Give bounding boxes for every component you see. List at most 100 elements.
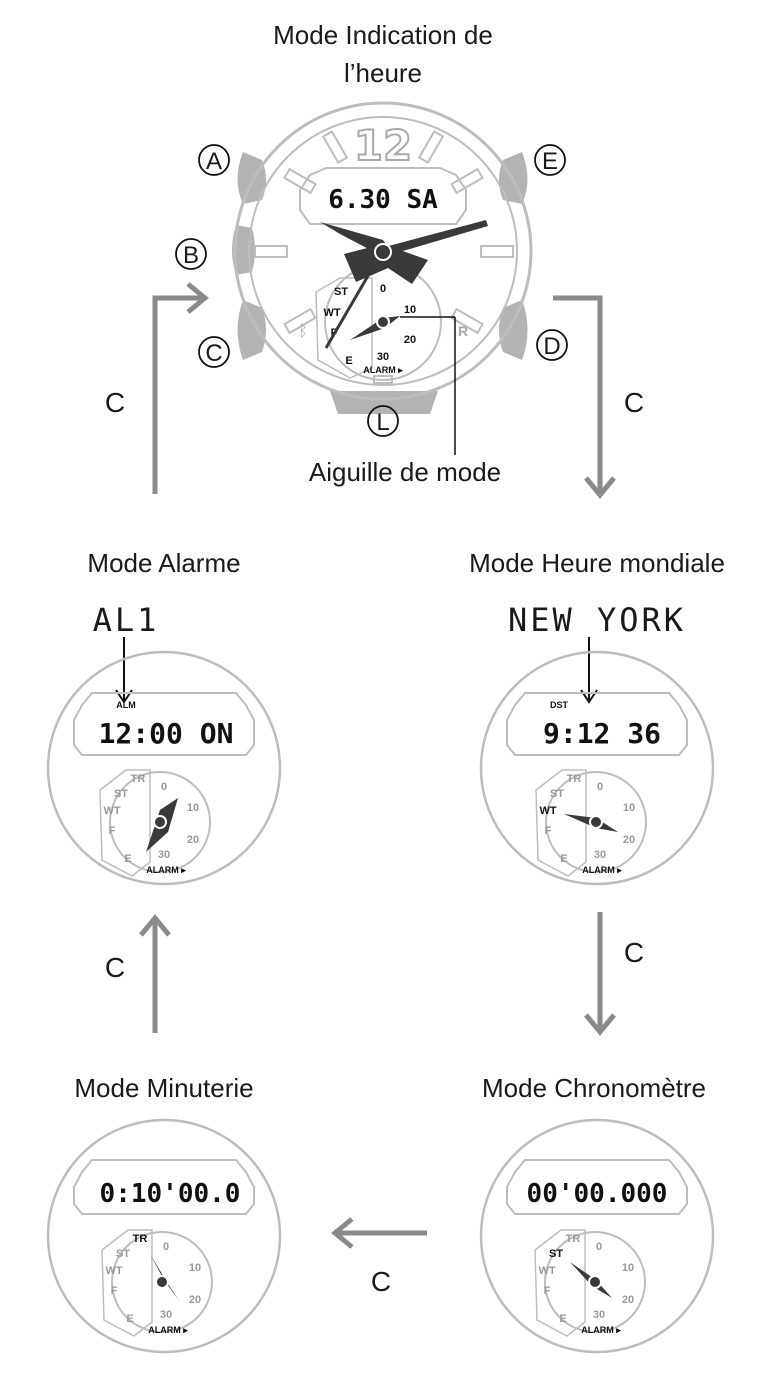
stopwatch-alarm-label: ALARM ▸	[581, 1325, 621, 1335]
alarm-alarm-label: ALARM ▸	[146, 865, 186, 875]
world-wt: WT	[539, 805, 556, 817]
transition-c-4: C	[624, 937, 644, 968]
stopwatch-tr: TR	[566, 1233, 581, 1245]
timekeeping-display: 6.30 SA	[328, 185, 438, 215]
button-c-shape[interactable]	[237, 300, 267, 360]
world-title: Mode Heure mondiale	[469, 548, 725, 578]
timekeeping-title-line2: l’heure	[344, 58, 422, 88]
stopwatch-subdial: TR ST WT F E 0 10 20 30 ALARM ▸	[534, 1229, 646, 1337]
button-a-label: A	[206, 148, 222, 175]
timer-st: ST	[116, 1248, 130, 1260]
transition-c-3: C	[105, 952, 125, 983]
numeral-12: 12	[354, 121, 412, 170]
transition-c-2: C	[624, 387, 644, 418]
timer-e: E	[126, 1313, 133, 1325]
alarm-20: 20	[187, 834, 199, 846]
button-c-label: C	[205, 340, 222, 367]
stopwatch-10: 10	[622, 1262, 634, 1274]
stopwatch-wt: WT	[538, 1265, 555, 1277]
world-subdial: TR ST WT F E 0 10 20 30 ALARM ▸	[535, 769, 647, 877]
button-a-shape[interactable]	[237, 152, 267, 204]
timer-title: Mode Minuterie	[74, 1073, 253, 1103]
button-l-label: L	[376, 409, 389, 436]
timer-alarm-label: ALARM ▸	[148, 1325, 188, 1335]
transition-c-5: C	[371, 1266, 391, 1297]
subdial-0: 0	[380, 283, 386, 295]
alarm-30: 30	[158, 849, 170, 861]
alarm-indicator: ALM	[116, 700, 136, 710]
minute-hand	[381, 220, 488, 256]
subdial-20: 20	[404, 334, 416, 346]
transition-c-1: C	[105, 387, 125, 418]
r-mark: R	[458, 323, 468, 339]
mode-hand-label: Aiguille de mode	[309, 457, 501, 487]
button-d-shape[interactable]	[499, 300, 528, 360]
alarm-title: Mode Alarme	[87, 548, 240, 578]
main-watch: 12 6.30 SA ST WT F E 0 10 20 30 ALARM ▸ …	[232, 101, 533, 455]
world-f: F	[545, 825, 552, 837]
subdial-10: 10	[404, 304, 416, 316]
world-alarm-label: ALARM ▸	[582, 865, 622, 875]
subdial-alarm: ALARM ▸	[363, 365, 403, 375]
alarm-tr: TR	[131, 773, 146, 785]
world-callout: NEW YORK	[508, 601, 686, 639]
button-e-label: E	[542, 148, 558, 175]
world-display: 9:12 36	[543, 717, 661, 750]
timer-f: F	[111, 1285, 118, 1297]
world-tr: TR	[567, 773, 582, 785]
subdial-st: ST	[334, 286, 348, 298]
hour-hand	[320, 222, 390, 254]
alarm-st: ST	[114, 788, 128, 800]
world-e: E	[560, 853, 567, 865]
world-st: ST	[550, 788, 564, 800]
alarm-e: E	[124, 853, 131, 865]
world-watch: DST 9:12 36 TR ST WT F E 0 10 20 30 ALAR…	[479, 650, 715, 886]
stopwatch-watch: 00'00.000 TR ST WT F E 0 10 20 30 ALARM …	[479, 1118, 715, 1354]
stopwatch-f: F	[544, 1285, 551, 1297]
second-hand	[324, 249, 385, 349]
stopwatch-e: E	[559, 1313, 566, 1325]
world-indicator: DST	[550, 700, 569, 710]
arrow-alarm-to-timekeeping	[152, 295, 205, 494]
world-30: 30	[594, 849, 606, 861]
hour-hand-tail	[344, 244, 428, 284]
arrow-timekeeping-to-world	[553, 295, 603, 495]
timekeeping-title-line1: Mode Indication de	[273, 20, 493, 50]
button-d-label: D	[543, 333, 560, 360]
timer-display: 0:10'00.0	[100, 1179, 241, 1209]
alarm-display: 12:00 ON	[99, 717, 234, 750]
alarm-10: 10	[187, 802, 199, 814]
timer-wt: WT	[105, 1265, 122, 1277]
bluetooth-icon: ᛒ	[298, 321, 308, 340]
stopwatch-20: 20	[622, 1294, 634, 1306]
subdial-30: 30	[377, 351, 389, 363]
alarm-subdial: TR ST WT F E 0 10 20 30 ALARM ▸	[99, 769, 211, 877]
mode-hand	[350, 316, 400, 340]
timer-subdial: TR ST WT F E 0 10 20 30 ALARM ▸	[101, 1229, 213, 1337]
stopwatch-st: ST	[549, 1248, 563, 1260]
timer-20: 20	[189, 1294, 201, 1306]
transition-arrows	[139, 282, 616, 1249]
world-0: 0	[597, 781, 603, 793]
alarm-callout: AL1	[93, 601, 160, 639]
world-20: 20	[623, 834, 635, 846]
stopwatch-30: 30	[593, 1309, 605, 1321]
world-10: 10	[623, 802, 635, 814]
alarm-0: 0	[161, 781, 167, 793]
button-labels: A B C E D L	[175, 144, 568, 437]
button-b-label: B	[183, 242, 199, 269]
subdial-e: E	[345, 355, 352, 367]
subdial-wt: WT	[323, 307, 340, 319]
timer-watch: 0:10'00.0 TR ST WT F E 0 10 20 30 ALARM …	[46, 1118, 282, 1354]
timer-0: 0	[163, 1241, 169, 1253]
stopwatch-0: 0	[596, 1241, 602, 1253]
stopwatch-display: 00'00.000	[527, 1179, 668, 1209]
alarm-f: F	[109, 825, 116, 837]
stopwatch-title: Mode Chronomètre	[482, 1073, 706, 1103]
timer-tr: TR	[133, 1233, 148, 1245]
alarm-wt: WT	[103, 805, 120, 817]
timer-30: 30	[160, 1309, 172, 1321]
timer-10: 10	[189, 1262, 201, 1274]
alarm-watch: ALM 12:00 ON TR ST WT F E 0 10 20 30 ALA…	[46, 650, 282, 886]
